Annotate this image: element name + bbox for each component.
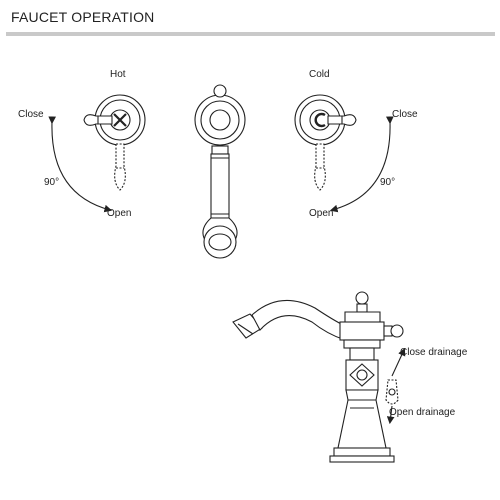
hot-angle-label: 90° <box>44 177 59 188</box>
hot-close-label: Close <box>18 109 44 120</box>
close-drainage-label: Close drainage <box>400 347 468 358</box>
header: FAUCET OPERATION <box>6 6 495 36</box>
hot-label: Hot <box>110 69 126 80</box>
page-title: FAUCET OPERATION <box>11 9 155 25</box>
title-underline <box>6 32 495 36</box>
hot-lever-open <box>114 143 126 191</box>
hot-open-label: Open <box>107 208 131 219</box>
cold-rotation-arrow <box>329 116 394 213</box>
hot-handle-diagram <box>48 94 146 213</box>
cold-label: Cold <box>309 69 330 80</box>
cold-lever-open <box>314 143 326 191</box>
open-drainage-label: Open drainage <box>389 407 456 418</box>
cold-open-label: Open <box>309 208 333 219</box>
spout-front-view <box>194 84 246 259</box>
cold-close-label: Close <box>392 109 418 120</box>
cold-angle-label: 90° <box>380 177 395 188</box>
cold-c-icon <box>314 112 326 128</box>
hot-rotation-arrow <box>48 116 113 213</box>
close-drainage-arrow <box>391 348 406 377</box>
bidet-faucet-side-view <box>232 291 406 463</box>
open-drainage-arrow <box>386 405 395 425</box>
hot-cross-icon <box>113 113 127 127</box>
cold-handle-diagram <box>294 94 394 213</box>
